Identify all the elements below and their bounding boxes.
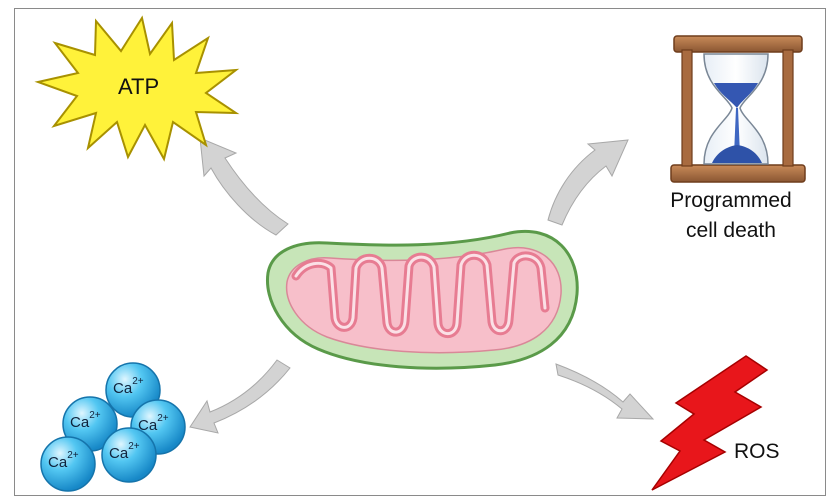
- hourglass-icon: [671, 36, 805, 182]
- calcium-ion-label-4: Ca2+: [109, 446, 140, 461]
- ros-label: ROS: [734, 440, 780, 464]
- calcium-ion-label-5: Ca2+: [48, 455, 79, 470]
- calcium-ion-symbol: Ca: [138, 417, 157, 434]
- programmed-cell-death-line-2: cell death: [667, 216, 795, 246]
- calcium-ion-symbol: Ca: [48, 454, 67, 471]
- calcium-ion-charge: 2+: [89, 410, 100, 421]
- arrow-to-ros: [556, 364, 653, 419]
- calcium-ion-label-1: Ca2+: [113, 381, 144, 396]
- arrow-to-atp: [200, 138, 288, 235]
- programmed-cell-death-label: Programmed cell death: [667, 186, 795, 246]
- calcium-ion-symbol: Ca: [109, 445, 128, 462]
- calcium-ion-symbol: Ca: [70, 414, 89, 431]
- programmed-cell-death-line-1: Programmed: [667, 186, 795, 216]
- arrow-to-calcium: [190, 360, 290, 433]
- atp-label: ATP: [118, 74, 159, 100]
- calcium-ion-label-2: Ca2+: [70, 415, 101, 430]
- calcium-ion-charge: 2+: [132, 376, 143, 387]
- calcium-ion-symbol: Ca: [113, 380, 132, 397]
- calcium-ion-charge: 2+: [128, 441, 139, 452]
- calcium-ion-label-3: Ca2+: [138, 418, 169, 433]
- calcium-ion-charge: 2+: [157, 413, 168, 424]
- mitochondrion-icon: [267, 231, 577, 368]
- calcium-ion-charge: 2+: [67, 450, 78, 461]
- lightning-bolt-icon: [652, 356, 767, 490]
- arrow-to-cell-death: [548, 140, 628, 225]
